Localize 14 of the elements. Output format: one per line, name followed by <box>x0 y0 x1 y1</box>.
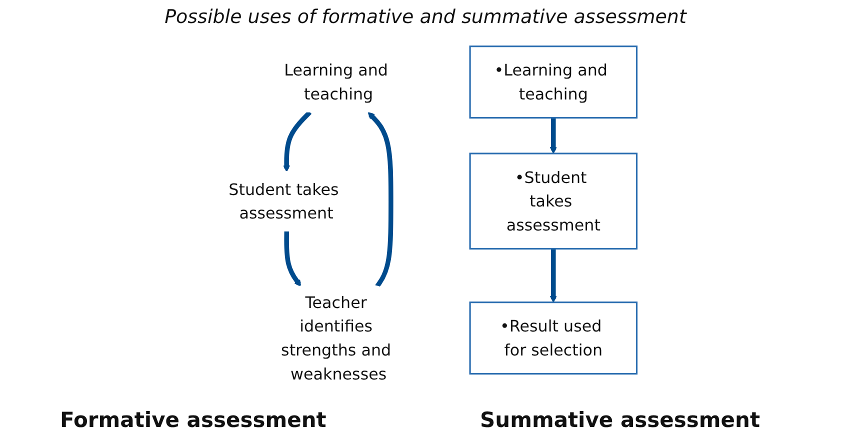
arrow <box>550 248 558 303</box>
arrow <box>284 231 302 287</box>
arrow <box>368 112 394 288</box>
arrow <box>284 110 312 172</box>
section-heading: Summative assessment <box>480 408 760 432</box>
node-text: Student takes assessment <box>229 180 340 223</box>
node-text: Learning and teaching <box>284 60 388 104</box>
arrow <box>550 118 558 154</box>
diagram-title: Possible uses of formative and summative assessment <box>164 6 688 28</box>
node-box: •Learning and teaching <box>470 46 638 119</box>
section-heading: Formative assessment <box>60 408 326 432</box>
node-box: •Result used for selection <box>470 302 638 375</box>
node-text: Teacher identifies strengths and weaknesses <box>282 292 392 384</box>
node-box: •Student takes assessment <box>470 152 638 250</box>
